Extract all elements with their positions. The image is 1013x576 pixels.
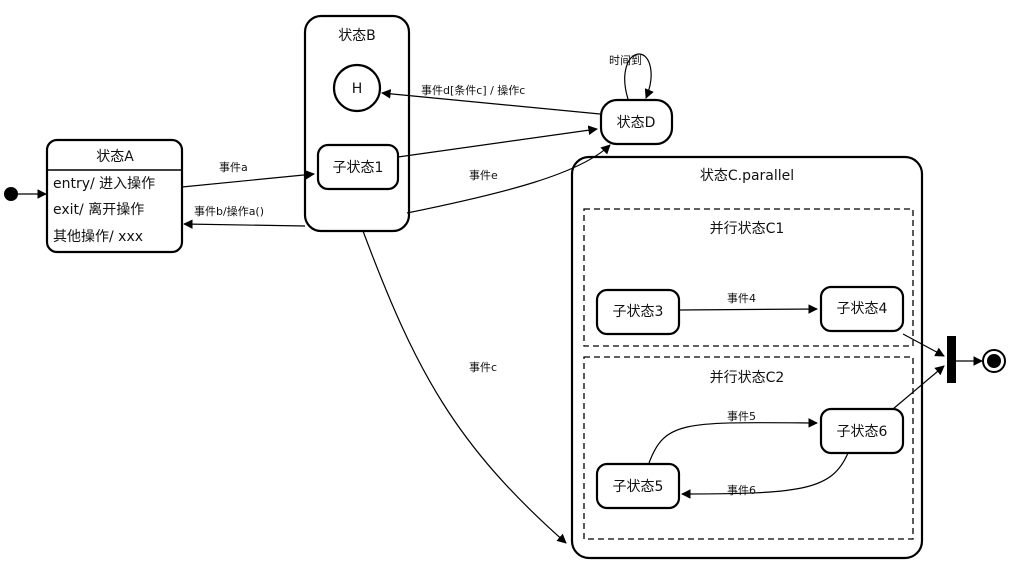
transition-a-to-b (181, 170, 315, 188)
transition-substate4-to-join (902, 333, 945, 357)
substate-1-label: 子状态1 (333, 160, 384, 176)
history-state (332, 63, 382, 113)
initial-node (4, 187, 18, 201)
transition-substate6-to-substate5-label: 事件6 (727, 484, 756, 497)
transition-substate5-to-substate6-label: 事件5 (727, 410, 756, 423)
substate-6 (819, 407, 905, 455)
transition-b-to-c-label: 事件c (469, 361, 497, 374)
transition-d-to-history-label: 事件d[条件c] / 操作c (421, 83, 525, 97)
transition-substate5-to-substate6 (648, 418, 818, 464)
transition-d-to-history (381, 89, 601, 115)
parallel-region-c2-name: 并行状态C2 (710, 370, 785, 386)
state-d: 状态D (599, 98, 674, 146)
state-c-parallel-name: 状态C.parallel (700, 168, 794, 184)
parallel-region-c1: 并行状态C1 子状态3 子状态4 (583, 208, 914, 347)
parallel-region-c2: 并行状态C2 子状态5 子状态6 (583, 356, 914, 540)
transition-substate6-to-join (892, 365, 945, 410)
transition-b-to-c (362, 230, 567, 544)
state-a-action-entry: entry/ 进入操作 (53, 176, 155, 192)
state-b: 状态B H 子状态1 (303, 14, 411, 233)
substate-4 (819, 285, 905, 333)
state-a-action-exit: exit/ 离开操作 (53, 201, 144, 218)
transition-b-to-a (183, 219, 306, 229)
final-node-inner (987, 354, 1001, 368)
state-b-name: 状态B (338, 28, 376, 44)
parallel-region-c1-name: 并行状态C1 (710, 221, 785, 237)
transition-substate1-to-d (397, 125, 598, 158)
state-d-name: 状态D (617, 115, 656, 131)
substate-5 (595, 462, 681, 510)
substate-1 (316, 143, 400, 191)
state-a: 状态A entry/ 进入操作 exit/ 离开操作 其他操作/ xxx (45, 138, 184, 254)
substate-4-label: 子状态4 (837, 301, 888, 317)
substate-3 (595, 288, 681, 336)
substate-6-label: 子状态6 (837, 424, 888, 440)
transition-to-d-label: 事件e (469, 169, 498, 182)
state-a-action-other: 其他操作/ xxx (53, 229, 143, 245)
state-a-name: 状态A (96, 149, 134, 165)
join-bar (947, 336, 956, 383)
transition-substate6-to-substate5 (681, 452, 849, 499)
substate-5-label: 子状态5 (613, 479, 664, 495)
transition-substate3-to-substate4 (678, 304, 818, 314)
transition-d-self-label: 时间到 (609, 54, 642, 67)
transition-a-to-b-label: 事件a (219, 161, 248, 174)
transition-d-self (624, 53, 654, 100)
transition-substate3-to-substate4-label: 事件4 (727, 292, 756, 305)
transition-b-to-d (406, 144, 611, 214)
history-state-label: H (352, 81, 363, 97)
transition-b-to-a-label: 事件b/操作a() (194, 204, 264, 218)
substate-3-label: 子状态3 (613, 304, 664, 320)
